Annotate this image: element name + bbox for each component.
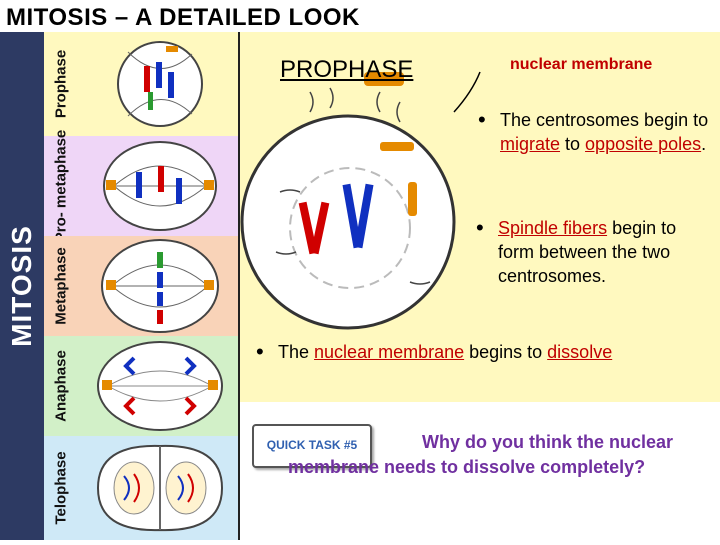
bullet-centrosomes: • The centrosomes begin to migrate to op… — [478, 107, 709, 155]
blank-opposite-poles: opposite poles — [585, 134, 702, 154]
telophase-cell-icon — [96, 444, 224, 532]
blank-migrate: migrate — [500, 134, 561, 154]
stage-metaphase: Metaphase — [44, 236, 240, 336]
bullet-dot: • — [478, 107, 486, 132]
stage-prometaphase: Pro- metaphase — [44, 130, 240, 242]
quick-task-badge: QUICK TASK #5 — [252, 424, 372, 468]
mitosis-side-label: MITOSIS — [0, 32, 44, 540]
stage-label-telophase: Telophase — [52, 451, 70, 525]
anaphase-cell-icon — [97, 341, 223, 431]
blank-dissolve: dissolve — [547, 342, 613, 362]
prophase-cell-diagram — [240, 71, 481, 330]
quick-task-question: Why do you think the nuclear membrane ne… — [288, 432, 674, 477]
prophase-cell-icon — [117, 41, 203, 127]
bullet-nuclear-membrane: • The nuclear membrane begins to dissolv… — [256, 339, 613, 364]
prometaphase-cell-icon — [103, 141, 217, 231]
stage-label-metaphase: Metaphase — [52, 247, 70, 325]
stage-prophase: Prophase — [44, 32, 240, 136]
bullet-spindle-fibers: • Spindle fibers begin to form between t… — [476, 215, 677, 287]
metaphase-cell-icon — [101, 239, 219, 333]
blank-spindle-fibers: Spindle fibers — [498, 218, 608, 238]
stage-label-prophase: Prophase — [52, 49, 70, 119]
stage-label-prometaphase: Pro- metaphase — [52, 129, 70, 243]
stage-anaphase: Anaphase — [44, 336, 240, 436]
stage-title: PROPHASE — [280, 56, 414, 83]
stage-label-anaphase: Anaphase — [52, 350, 70, 422]
nuclear-membrane-label: nuclear membrane — [510, 56, 653, 73]
blank-nuclear-membrane: nuclear membrane — [314, 342, 465, 362]
mitosis-label-text: MITOSIS — [6, 225, 37, 347]
stage-column-border — [238, 32, 240, 540]
slide-title: MITOSIS – A DETAILED LOOK — [6, 4, 360, 31]
prophase-main-panel — [240, 32, 720, 402]
quick-task-label: QUICK TASK #5 — [266, 438, 358, 452]
bullet-dot: • — [476, 215, 484, 240]
stage-telophase: Telophase — [44, 436, 240, 540]
bullet-dot: • — [256, 339, 264, 364]
